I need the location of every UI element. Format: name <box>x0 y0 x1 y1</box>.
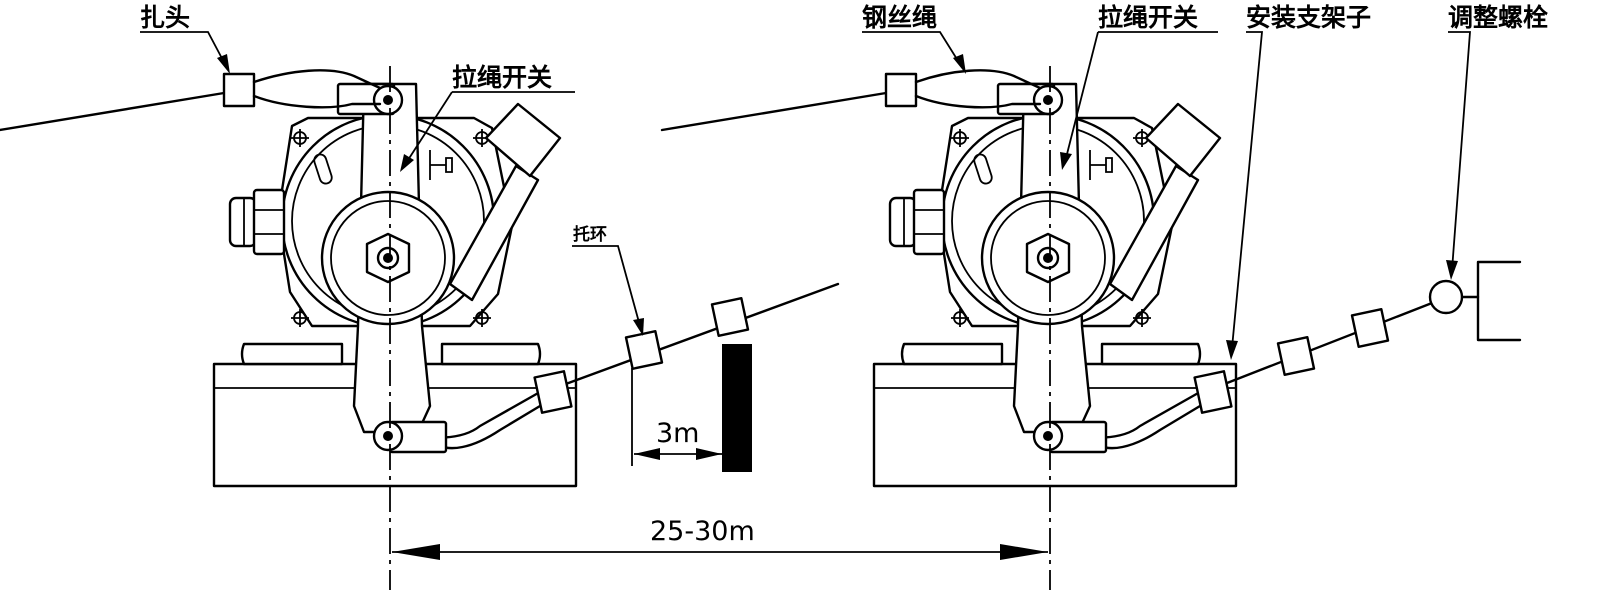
pull-switch-right-label: 拉绳开关 <box>1098 3 1198 32</box>
switch-spacing-dimension: 25-30m <box>392 516 1048 560</box>
ring-spacing-dimension: 3m <box>631 368 722 466</box>
ring-spacing-label: 3m <box>656 418 699 449</box>
right-knot-clamp <box>884 72 918 108</box>
mounting-bracket-label: 安装支架子 <box>1246 3 1371 32</box>
wire-rope-label: 钢丝绳 <box>862 3 937 32</box>
adjusting-bolt-eye <box>1428 279 1464 315</box>
left-outgoing-wire-rope <box>542 282 840 394</box>
support-ring-1 <box>624 330 664 370</box>
knot-label: 扎头 <box>140 3 190 32</box>
support-ring-3 <box>1276 336 1316 376</box>
support-post <box>722 344 752 472</box>
pull-switch-left-label: 拉绳开关 <box>452 63 552 92</box>
right-lower-clamp <box>1193 370 1233 414</box>
left-knot-clamp <box>222 72 256 108</box>
support-ring-label: 托环 <box>573 224 607 245</box>
support-ring-4 <box>1350 308 1390 348</box>
left-incoming-wire-rope <box>0 91 226 132</box>
right-incoming-wire-rope <box>660 91 888 132</box>
support-ring-2 <box>710 297 750 337</box>
right-outgoing-wire-rope <box>1202 301 1434 394</box>
right-pull-rope-switch <box>872 82 1238 488</box>
left-pull-rope-switch <box>212 82 578 488</box>
pull-rope-switch-installation-diagram: 3m 25-30m 扎头 拉绳开关 <box>0 3 1548 590</box>
adjust-bolt-label: 调整螺栓 <box>1448 3 1548 32</box>
left-lower-clamp <box>533 370 573 414</box>
anchor-bracket <box>1476 260 1522 342</box>
switch-spacing-label: 25-30m <box>650 516 755 547</box>
